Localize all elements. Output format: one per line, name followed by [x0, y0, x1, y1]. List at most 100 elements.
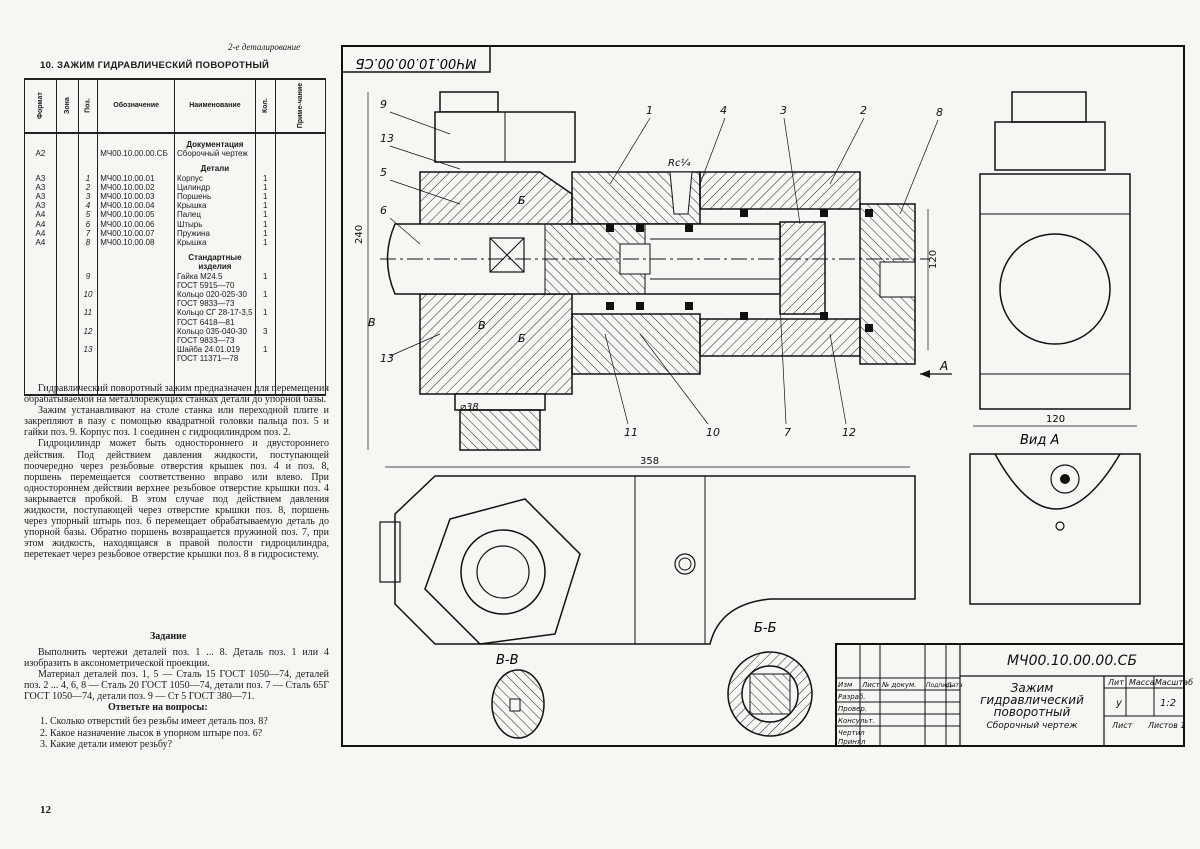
tb-role: Провер. — [838, 705, 867, 713]
section-vv-label: В-В — [496, 653, 519, 668]
tb-col-scale: Масштаб — [1155, 678, 1193, 687]
spec-position: 13 — [77, 345, 99, 355]
spec-code: МЧ00.10.00.08 — [97, 238, 176, 248]
dim-120-side: 120 — [1046, 414, 1065, 425]
chapter-label: 2-е деталирование — [228, 42, 301, 52]
callout: 9 — [380, 98, 387, 111]
tb-name: поворотный — [994, 705, 1071, 719]
spec-name: Сборочный чертеж — [174, 149, 256, 159]
spec-format: А3 — [24, 173, 57, 183]
spec-row: Стандартные изделия — [24, 247, 327, 272]
spec-name: Крышка — [174, 201, 256, 211]
spec-code — [97, 317, 176, 327]
code-stamp-box — [341, 45, 491, 73]
spec-position: 10 — [77, 290, 99, 300]
spec-position — [77, 299, 99, 309]
page-title: 10. ЗАЖИМ ГИДРАВЛИЧЕСКИЙ ПОВОРОТНЫЙ — [40, 60, 270, 71]
spec-name: Шайба 24.01.019 — [174, 345, 256, 355]
spec-position: 3 — [77, 192, 99, 202]
tb-name: гидравлический — [980, 693, 1084, 707]
spec-format: А2 — [24, 149, 57, 159]
tb-hdr: № докум. — [881, 681, 917, 689]
callouts: 9 13 5 6 1 4 3 2 8 13 11 10 7 12 — [380, 98, 943, 439]
spec-code — [97, 271, 176, 281]
spec-header-code: Обозначение — [97, 78, 176, 134]
spec-name: ГОСТ 9833—73 — [174, 336, 256, 346]
spec-format: А3 — [24, 182, 57, 193]
sheet-frame — [341, 45, 1185, 747]
section-mark-v: В — [478, 319, 486, 332]
callout: 1 — [646, 104, 653, 117]
spec-qty: 3 — [254, 326, 276, 337]
tb-role: Разраб. — [838, 693, 866, 701]
tb-code: МЧ00.10.00.00.СБ — [1007, 653, 1137, 669]
spec-qty: 1 — [254, 219, 276, 229]
spec-qty: 1 — [254, 182, 276, 193]
tb-role: Принял — [838, 738, 866, 746]
thread-label: Rc¼ — [668, 157, 690, 169]
spec-name: Палец — [174, 210, 256, 220]
dim-width: 358 — [640, 456, 659, 467]
tb-hdr: Изм — [838, 681, 853, 689]
spec-code: МЧ00.10.00.05 — [97, 210, 176, 220]
spec-name: Гайка М24.5 — [174, 271, 256, 281]
spec-name: Крышка — [174, 238, 256, 248]
spec-code — [97, 336, 176, 346]
spec-row: ГОСТ 11371—78 — [24, 354, 327, 396]
tb-scale-val: 1:2 — [1160, 698, 1176, 709]
main-section-view — [380, 91, 930, 451]
spec-format — [24, 336, 57, 346]
spec-format: А4 — [24, 219, 57, 229]
spec-name: ГОСТ 11371—78 — [174, 354, 256, 396]
spec-position: 4 — [77, 201, 99, 211]
spec-code: МЧ00.10.00.07 — [97, 228, 176, 239]
section-bb-label: Б-Б — [754, 621, 777, 636]
spec-format — [24, 317, 57, 327]
spec-position: 7 — [77, 228, 99, 239]
tb-hdr: Дата — [946, 682, 963, 689]
tb-col-lit: Лит — [1107, 678, 1124, 687]
spec-qty: 1 — [254, 345, 276, 355]
callout: 6 — [380, 204, 387, 217]
spec-format — [24, 354, 57, 396]
spec-format: А4 — [24, 210, 57, 220]
spec-qty — [254, 149, 276, 159]
spec-code — [97, 354, 176, 396]
spec-name: Поршень — [174, 192, 256, 202]
spec-qty — [254, 280, 276, 291]
spec-qty: 1 — [254, 210, 276, 220]
task-paragraph: Выполнить чертежи деталей поз. 1 ... 8. … — [24, 647, 329, 670]
description-paragraph: Гидравлический поворотный зажим предназн… — [24, 383, 329, 406]
spec-code — [97, 290, 176, 300]
spec-qty — [254, 336, 276, 346]
side-view: 120 — [973, 91, 1137, 427]
spec-qty: 1 — [254, 308, 276, 318]
spec-qty: 1 — [254, 192, 276, 202]
spec-header-name: Наименование — [174, 78, 256, 134]
tb-hdr: Подпись — [926, 682, 953, 689]
spec-format: А4 — [24, 238, 57, 248]
specification-table: Формат Зона Поз. Обозначение Наименовани… — [24, 78, 327, 396]
callout: 8 — [936, 106, 943, 119]
spec-name: Кольцо 020-025-30 — [174, 290, 256, 300]
spec-row: ГОСТ 6418—81 — [24, 317, 327, 327]
spec-name: Штырь — [174, 219, 256, 229]
tb-name: Зажим — [1011, 681, 1054, 695]
spec-position — [77, 336, 99, 346]
description-paragraph: Гидроцилиндр может быть одностороннего и… — [24, 438, 329, 561]
tb-col-mass: Масса — [1129, 678, 1155, 687]
callout: 11 — [624, 426, 638, 439]
spec-position: 6 — [77, 219, 99, 229]
task-paragraph: Материал деталей поз. 1, 5 — Сталь 15 ГО… — [24, 669, 329, 703]
spec-name: Цилиндр — [174, 182, 256, 193]
question-item: 2. Какое назначение лысок в упорном штыр… — [40, 727, 263, 739]
